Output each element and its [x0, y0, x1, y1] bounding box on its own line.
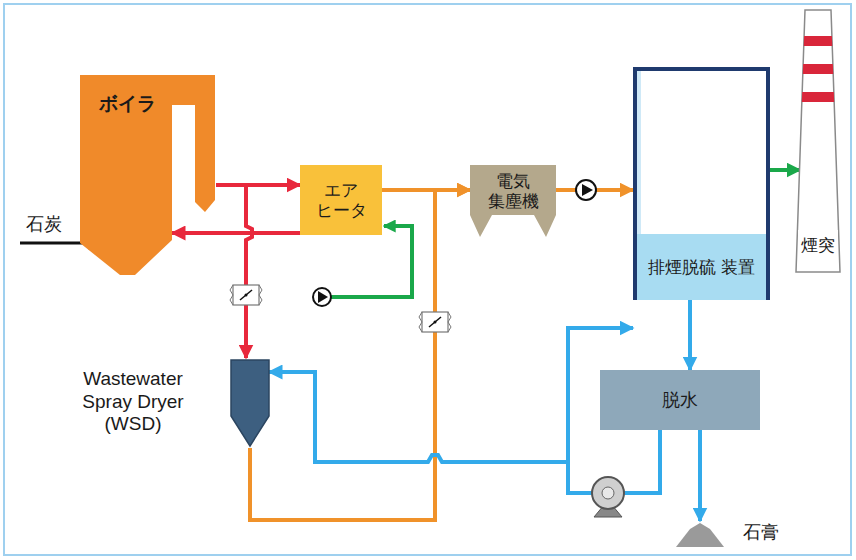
air-line	[331, 226, 412, 297]
flow-line	[688, 300, 692, 370]
pump-symbol	[592, 477, 624, 517]
wastewater-spray-dryer-shape	[231, 360, 269, 446]
boiler-shape	[80, 75, 215, 275]
stream-label: 石炭	[26, 212, 62, 236]
boiler: ボイラ	[80, 75, 216, 275]
node-label: 石膏	[730, 517, 792, 547]
gypsum-pile-shape	[676, 523, 724, 547]
node-label: 脱水	[604, 374, 756, 426]
flow-line	[172, 231, 300, 235]
damper-symbol	[419, 312, 451, 332]
flow-line	[216, 185, 252, 358]
coal-feed-arrow	[20, 242, 100, 245]
wastewater-spray-dryer-outline	[68, 358, 273, 448]
flow-line	[269, 372, 660, 493]
flow-line	[698, 430, 702, 521]
electrostatic-precipitator-shape	[470, 165, 556, 237]
electrostatic-precipitator-outline	[470, 165, 556, 237]
flow-line	[250, 190, 470, 520]
chimney-band	[804, 36, 832, 46]
flow-line	[770, 168, 800, 172]
boiler-outline	[80, 75, 216, 275]
chimney-band	[803, 64, 833, 74]
fan-symbol	[313, 288, 331, 306]
inner-tank-edge	[637, 71, 641, 234]
wastewater-spray-dryer: Wastewater Spray Dryer (WSD)	[68, 358, 273, 448]
node-label: Wastewater Spray Dryer (WSD)	[68, 362, 198, 442]
chimney-band	[802, 92, 834, 102]
dewatering-box: 脱水	[600, 370, 760, 430]
fan-symbol	[576, 180, 596, 200]
node-label: 煙突	[798, 230, 838, 260]
gypsum-pile-outline	[676, 515, 796, 549]
node-label: エア ヒータ	[304, 169, 378, 231]
air-heater: エア ヒータ	[300, 165, 382, 235]
damper-symbol	[230, 285, 262, 305]
node-label: ボイラ	[84, 81, 170, 125]
desulfurization-unit: 排煙脱硫 装置	[633, 67, 770, 300]
chimney: 煙突	[796, 10, 840, 272]
node-label: 電気 集塵機	[473, 168, 553, 214]
gypsum-pile: 石膏	[676, 515, 796, 549]
electrostatic-precipitator: 電気 集塵機	[470, 165, 556, 237]
chimney-outline	[796, 10, 840, 272]
node-label: 排煙脱硫 装置	[637, 234, 766, 300]
outer-frame	[4, 4, 851, 555]
chimney-shape	[796, 10, 840, 272]
flow-line	[568, 328, 660, 493]
